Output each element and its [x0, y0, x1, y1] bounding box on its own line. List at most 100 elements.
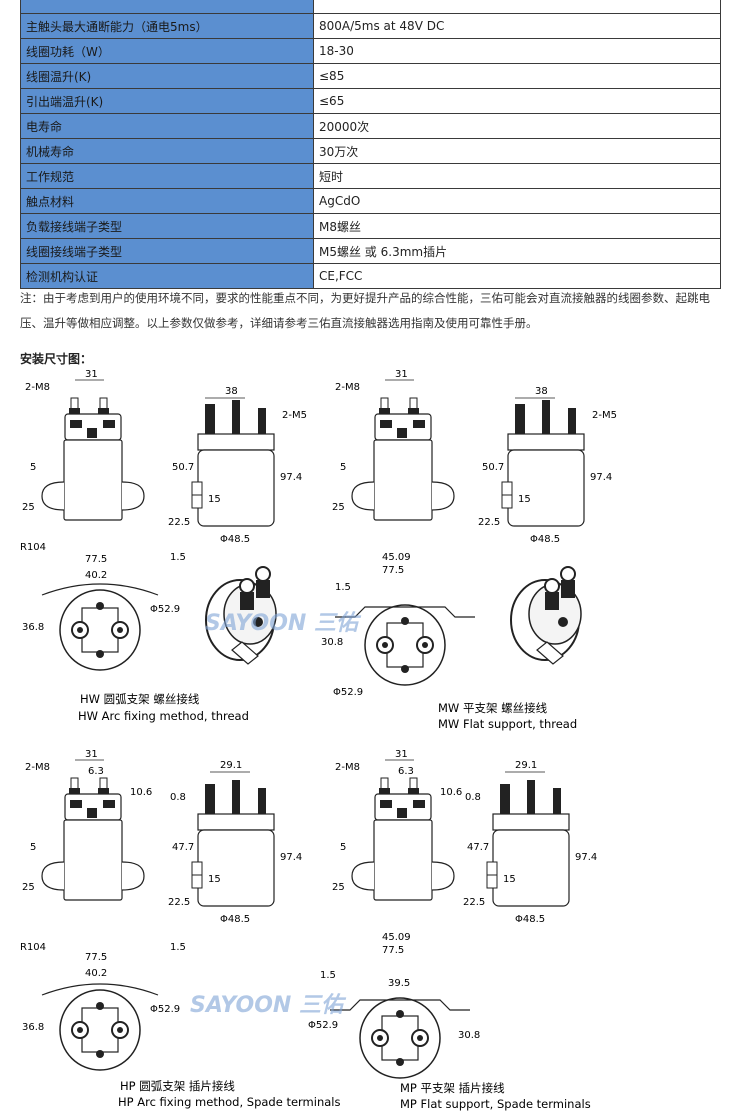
side-view: 38 2-M5 50.7 97.4 15 22.5 Φ48.5 — [478, 386, 617, 545]
dimension-label: 15 — [208, 494, 221, 505]
dimension-label: 97.4 — [590, 472, 612, 483]
dimension-label: Φ48.5 — [220, 914, 250, 925]
dimension-label: 2-M5 — [592, 410, 617, 421]
dimension-label: 22.5 — [168, 897, 190, 908]
dimension-label: Φ52.9 — [308, 1020, 338, 1031]
watermark: SAYOON 三佑 — [190, 993, 347, 1018]
dimension-label: Φ48.5 — [220, 534, 250, 545]
dimension-label: 31 — [85, 749, 98, 760]
dimension-label: 22.5 — [463, 897, 485, 908]
dimension-label: 5 — [340, 462, 346, 473]
dimension-label: 25 — [22, 882, 35, 893]
dimension-label: 40.2 — [85, 570, 107, 581]
dimension-label: 45.09 — [382, 932, 411, 943]
dimension-label: 97.4 — [280, 472, 302, 483]
dimension-label: 22.5 — [478, 517, 500, 528]
caption-en: HP Arc fixing method, Spade terminals — [118, 1095, 340, 1109]
dimension-label: 0.8 — [465, 792, 481, 803]
spec-value: 短时 — [313, 163, 721, 189]
caption-cn: HW 圆弧支架 螺丝接线 — [80, 692, 200, 706]
spec-label: 负载接线端子类型 — [20, 213, 314, 239]
dimension-label: 31 — [395, 370, 408, 380]
dimension-label: 36.8 — [22, 622, 44, 633]
spec-value: M8螺丝 — [313, 213, 721, 239]
dimension-label: 1.5 — [320, 970, 336, 981]
dimension-label: Φ48.5 — [515, 914, 545, 925]
bottom-view: R104 77.5 40.2 36.8 Φ52.9 1.5 — [20, 942, 186, 1071]
note-text: 注：由于考虑到用户的使用环境不同，要求的性能重点不同，为更好提升产品的综合性能，… — [20, 291, 710, 330]
side-view: 38 2-M5 50.7 97.4 15 22.5 Φ48.5 — [168, 386, 307, 545]
dimension-label: 2-M8 — [335, 382, 360, 393]
caption-en: MP Flat support, Spade terminals — [400, 1097, 591, 1111]
spec-value: ≤85 — [313, 63, 721, 89]
drawing-hp: 31 2-M8 6.3 10.6 5 25 29.1 0.8 47.7 97.4… — [20, 749, 340, 1109]
dimension-label: 2-M5 — [282, 410, 307, 421]
dimension-label: 30.8 — [321, 637, 343, 648]
side-view: 29.1 0.8 47.7 97.4 15 22.5 Φ48.5 — [168, 760, 302, 925]
dimension-drawings: 31 2-M8 5 25 38 2-M5 50.7 97.4 15 22.5 Φ… — [20, 370, 617, 1111]
bottom-view: R104 77.5 40.2 36.8 Φ52.9 1.5 — [20, 542, 186, 671]
table-row — [20, 0, 721, 14]
spec-value: AgCdO — [313, 188, 721, 214]
front-view: 31 2-M8 5 25 45.09 77.5 — [332, 370, 455, 576]
front-view: 31 2-M8 6.3 10.6 5 25 — [22, 749, 152, 901]
spec-label: 触点材料 — [20, 188, 314, 214]
spec-value: 20000次 — [313, 113, 721, 139]
dimension-label: 25 — [22, 502, 35, 513]
caption-cn: HP 圆弧支架 插片接线 — [120, 1079, 235, 1093]
table-row: 线圈温升(K)≤85 — [20, 63, 721, 89]
dimension-label: 38 — [535, 386, 548, 397]
spec-label: 线圈接线端子类型 — [20, 238, 314, 264]
dimension-label: 25 — [332, 502, 345, 513]
table-row: 工作规范短时 — [20, 163, 721, 189]
dimension-label: 39.5 — [388, 978, 410, 989]
dimension-label: 36.8 — [22, 1022, 44, 1033]
dimension-label: 5 — [340, 842, 346, 853]
side-view: 29.1 0.8 47.7 97.4 15 22.5 Φ48.5 — [463, 760, 597, 925]
dimension-label: 15 — [518, 494, 531, 505]
spec-value: 18-30 — [313, 38, 721, 64]
spec-value — [313, 0, 721, 14]
dimension-label: Φ52.9 — [333, 687, 363, 698]
dimension-label: Φ48.5 — [530, 534, 560, 545]
front-view: 31 2-M8 6.3 10.6 5 25 45.09 77.5 — [332, 749, 462, 956]
dimension-label: 15 — [208, 874, 221, 885]
dimension-label: 45.09 — [382, 552, 411, 563]
dimension-label: 0.8 — [170, 792, 186, 803]
dimension-label: 25 — [332, 882, 345, 893]
table-row: 引出端温升(K)≤65 — [20, 88, 721, 114]
spec-value: M5螺丝 或 6.3mm插片 — [313, 238, 721, 264]
bottom-view: 1.5 30.8 Φ52.9 — [321, 582, 475, 698]
spec-label: 检测机构认证 — [20, 263, 314, 289]
drawing-hw: 31 2-M8 5 25 38 2-M5 50.7 97.4 15 22.5 Φ… — [20, 370, 307, 723]
dimension-label: 47.7 — [467, 842, 489, 853]
dimension-label: 5 — [30, 462, 36, 473]
bottom-view: 1.5 39.5 30.8 Φ52.9 — [308, 970, 480, 1079]
spec-label — [20, 0, 314, 14]
spec-label: 主触头最大通断能力（通电5ms） — [20, 13, 314, 39]
spec-label: 工作规范 — [20, 163, 314, 189]
section-title: 安装尺寸图： — [20, 352, 93, 366]
spec-label: 电寿命 — [20, 113, 314, 139]
dimension-label: 6.3 — [398, 766, 414, 777]
dimension-label: 38 — [225, 386, 238, 397]
dimension-label: 10.6 — [440, 787, 462, 798]
table-row: 主触头最大通断能力（通电5ms）800A/5ms at 48V DC — [20, 13, 721, 39]
watermark: SAYOON 三佑 — [205, 611, 362, 636]
dimension-label: 97.4 — [575, 852, 597, 863]
dimension-label: 1.5 — [170, 942, 186, 953]
spec-label: 引出端温升(K) — [20, 88, 314, 114]
dimension-label: 15 — [503, 874, 516, 885]
table-row: 线圈功耗（W）18-30 — [20, 38, 721, 64]
dimension-label: 10.6 — [130, 787, 152, 798]
dimension-label: 29.1 — [220, 760, 242, 771]
dimension-label: 47.7 — [172, 842, 194, 853]
dimension-label: 77.5 — [382, 945, 404, 956]
dimension-label: 6.3 — [88, 766, 104, 777]
dimension-label: 40.2 — [85, 968, 107, 979]
dimension-label: 2-M8 — [25, 762, 50, 773]
